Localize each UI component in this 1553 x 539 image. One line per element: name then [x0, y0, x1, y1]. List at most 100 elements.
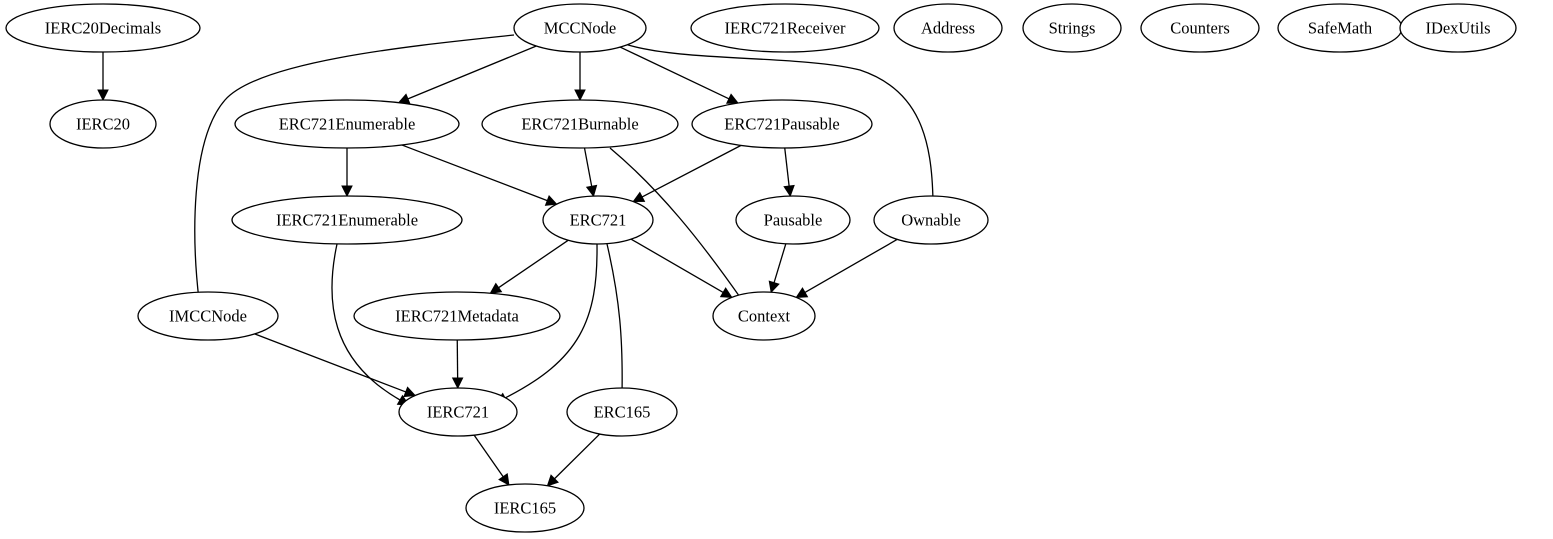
edge-line [504, 243, 598, 399]
node-ellipse [398, 387, 518, 437]
edge-line [583, 147, 593, 187]
edge-mccnode-to-imccnode [193, 34, 515, 312]
node-pausable: Pausable [735, 195, 851, 245]
edge-line [401, 144, 548, 202]
node-ellipse [1399, 3, 1517, 53]
node-label: Ownable [901, 211, 961, 230]
arrowhead-icon [725, 93, 739, 104]
node-ierc721metadata: IERC721Metadata [353, 291, 561, 341]
edge-erc165-to-ierc165 [546, 433, 601, 487]
node-label: IMCCNode [169, 307, 247, 326]
edge-line [554, 433, 601, 480]
arrowhead-icon [795, 287, 809, 298]
node-idexutils: IDexUtils [1399, 3, 1517, 53]
node-label: IERC721 [427, 403, 489, 422]
edge-erc721enumerable-to-erc721 [401, 144, 558, 206]
edge-line [609, 147, 743, 301]
arrowhead-icon [574, 89, 586, 102]
node-label: Counters [1170, 19, 1230, 38]
node-label: ERC165 [594, 403, 651, 422]
node-ellipse [49, 99, 157, 149]
arrowhead-icon [97, 89, 109, 102]
edge-line [773, 243, 787, 283]
edge-mccnode-to-erc721enumerable [397, 45, 537, 105]
node-label: SafeMath [1308, 19, 1373, 38]
node-mccnode: MCCNode [513, 3, 647, 53]
node-ellipse [481, 99, 679, 149]
node-safemath: SafeMath [1277, 3, 1403, 53]
edge-erc721-to-context [630, 238, 733, 298]
arrowhead-icon [403, 386, 417, 398]
node-label: IERC20Decimals [45, 19, 161, 38]
node-ierc721receiver: IERC721Receiver [690, 3, 880, 53]
node-imccnode: IMCCNode [137, 291, 279, 341]
edge-line [630, 238, 724, 293]
edge-ierc20decimals-to-ierc20 [97, 52, 109, 102]
edge-line [254, 333, 406, 393]
node-ellipse [691, 99, 873, 149]
node-ierc721enumerable: IERC721Enumerable [231, 195, 463, 245]
edge-line [784, 147, 790, 187]
edge-ierc721-to-ierc165 [473, 434, 510, 486]
node-ellipse [893, 3, 1003, 53]
node-label: IERC721Enumerable [276, 211, 418, 230]
edge-erc721enumerable-to-ierc721enumerable [341, 148, 353, 198]
node-ellipse [566, 387, 678, 437]
node-label: IERC165 [494, 499, 556, 518]
node-label: ERC721Enumerable [279, 115, 416, 134]
arrowhead-icon [768, 280, 780, 294]
node-label: ERC721Pausable [724, 115, 840, 134]
edge-ierc721metadata-to-ierc721 [451, 339, 464, 390]
node-address: Address [893, 3, 1003, 53]
edge-line [641, 144, 742, 198]
arrowhead-icon [397, 93, 411, 105]
edge-pausable-to-context [768, 243, 787, 294]
node-ellipse [465, 483, 585, 533]
node-ellipse [712, 291, 816, 341]
node-ellipse [1022, 3, 1122, 53]
arrowhead-icon [546, 474, 559, 487]
node-label: MCCNode [544, 19, 616, 38]
node-ellipse [5, 3, 201, 53]
arrowhead-icon [544, 195, 558, 206]
edge-line [619, 46, 730, 100]
edge-imccnode-to-ierc721 [254, 333, 417, 398]
node-label: IERC20 [76, 115, 130, 134]
arrowhead-icon [451, 377, 464, 390]
edge-ownable-to-context [795, 238, 898, 298]
edge-erc721burnable-to-erc721 [583, 147, 598, 198]
node-label: IERC721Receiver [725, 19, 846, 38]
arrowhead-icon [783, 184, 795, 198]
node-ierc165: IERC165 [465, 483, 585, 533]
edge-line [624, 43, 934, 203]
edge-line [407, 45, 537, 100]
arrowhead-icon [498, 472, 510, 486]
node-ellipse [234, 99, 460, 149]
arrowhead-icon [719, 287, 733, 298]
arrowhead-icon [489, 282, 503, 294]
node-ellipse [353, 291, 561, 341]
node-label: IDexUtils [1425, 19, 1490, 38]
edge-erc721pausable-to-pausable [783, 147, 795, 198]
edge-erc721pausable-to-erc721 [632, 144, 742, 203]
node-ierc20decimals: IERC20Decimals [5, 3, 201, 53]
node-erc721pausable: ERC721Pausable [691, 99, 873, 149]
node-strings: Strings [1022, 3, 1122, 53]
node-ellipse [513, 3, 647, 53]
node-ellipse [137, 291, 279, 341]
node-label: ERC721Burnable [521, 115, 638, 134]
arrowhead-icon [341, 185, 353, 198]
node-ellipse [735, 195, 851, 245]
edge-mccnode-to-erc721burnable [574, 52, 586, 102]
node-ellipse [690, 3, 880, 53]
node-label: Strings [1049, 19, 1096, 38]
node-erc721enumerable: ERC721Enumerable [234, 99, 460, 149]
node-ellipse [231, 195, 463, 245]
edge-line [473, 434, 504, 478]
node-label: ERC721 [570, 211, 627, 230]
arrowhead-icon [632, 191, 646, 203]
edge-erc721-to-ierc721metadata [489, 239, 569, 294]
node-label: Pausable [764, 211, 823, 230]
